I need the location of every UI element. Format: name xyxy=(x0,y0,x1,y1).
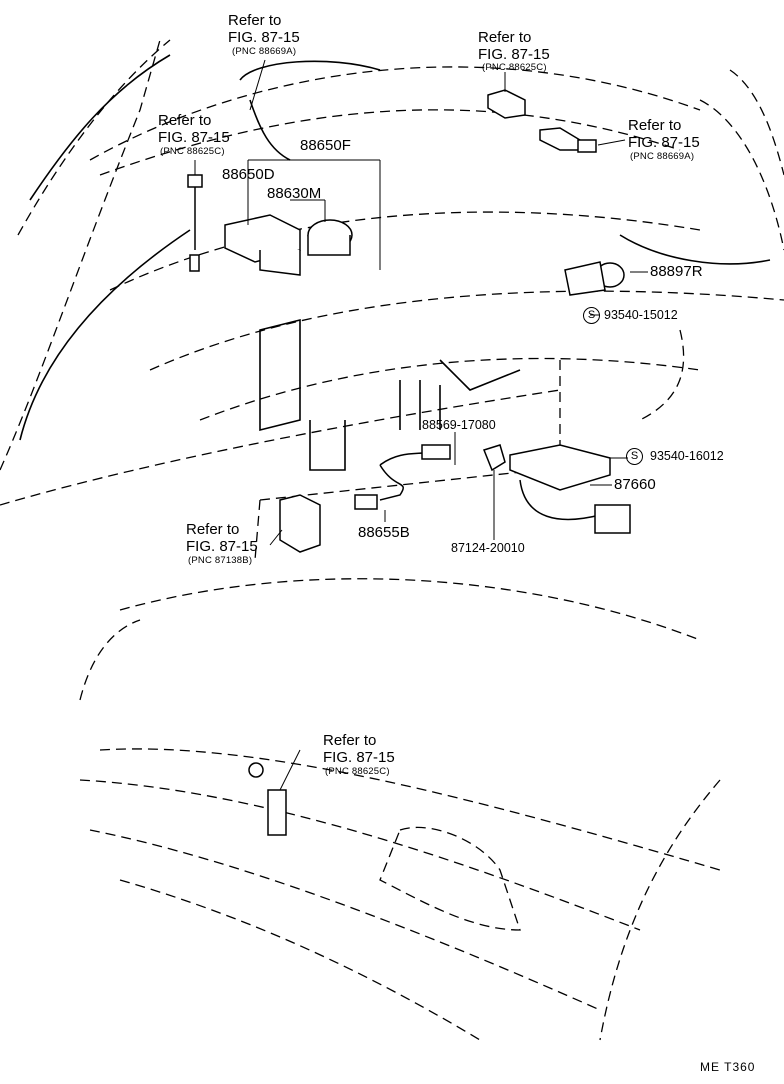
part-number-88650F: 88650F xyxy=(300,137,351,154)
callout-fig-label: FIG. 87-15 xyxy=(323,749,395,766)
callout-refer-label: Refer to xyxy=(158,112,212,129)
components xyxy=(187,89,631,836)
callout-fig-label: FIG. 87-15 xyxy=(186,538,258,555)
part-number-88630M: 88630M xyxy=(267,185,322,202)
callout-refer-label: Refer to xyxy=(186,521,240,538)
figure-code: ME T360 xyxy=(700,1060,756,1074)
callout-pnc-label: (PNC 87138B) xyxy=(188,555,253,566)
part-number-93540-16012: 93540-16012 xyxy=(650,449,724,463)
standard-part-symbol: S xyxy=(626,448,643,465)
callout-fig-label: FIG. 87-15 xyxy=(478,46,550,63)
part-number-88569-17080: 88569-17080 xyxy=(422,418,496,432)
standard-part-symbol: S xyxy=(583,307,600,324)
part-number-88655B: 88655B xyxy=(358,524,410,541)
vehicle-outline-solid xyxy=(19,54,771,471)
callout-refer-label: Refer to xyxy=(228,12,282,29)
callout-fig-label: FIG. 87-15 xyxy=(628,134,700,151)
part-number-87124-20010: 87124-20010 xyxy=(451,541,525,555)
part-number-93540-15012: 93540-15012 xyxy=(604,308,678,322)
callout-pnc-label: (PNC 88669A) xyxy=(232,46,297,57)
callout-pnc-label: (PNC 88625C) xyxy=(325,766,390,777)
callout-fig-label: FIG. 87-15 xyxy=(158,129,230,146)
callout-refer-label: Refer to xyxy=(628,117,682,134)
callout-pnc-label: (PNC 88625C) xyxy=(160,146,225,157)
part-number-88897R: 88897R xyxy=(650,263,703,280)
callout-refer-label: Refer to xyxy=(323,732,377,749)
part-number-88650D: 88650D xyxy=(222,166,275,183)
callout-pnc-label: (PNC 88625C) xyxy=(482,62,547,73)
part-number-87660: 87660 xyxy=(614,476,656,493)
vehicle-outline-dashed xyxy=(0,39,784,1041)
callout-fig-label: FIG. 87-15 xyxy=(228,29,300,46)
callout-refer-label: Refer to xyxy=(478,29,532,46)
callout-pnc-label: (PNC 88669A) xyxy=(630,151,695,162)
